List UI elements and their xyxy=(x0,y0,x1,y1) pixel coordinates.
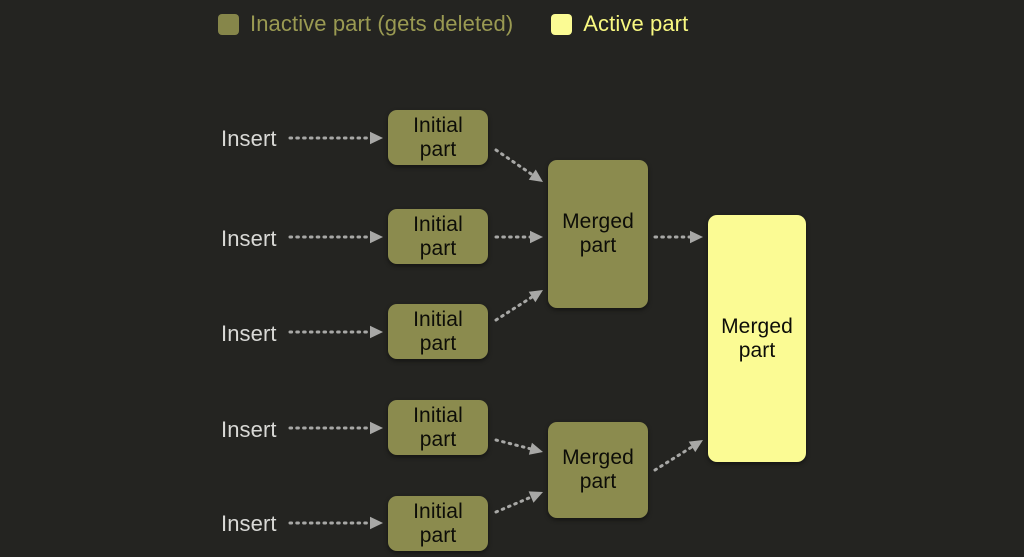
insert-label-1: Insert xyxy=(221,126,277,151)
node-label-line2: part xyxy=(579,234,617,257)
node-label: Initial part xyxy=(409,114,467,161)
merged-2-to-final-head xyxy=(688,440,703,453)
node-label-line1: Merged xyxy=(562,210,634,234)
insert-to-initial-2-head xyxy=(370,230,383,244)
initial-4-to-merged-2-head xyxy=(528,442,543,455)
initial-3-to-merged-1-head xyxy=(528,290,543,303)
insert-to-initial-3-head xyxy=(370,325,383,339)
node-label-line1: Merged xyxy=(721,314,793,338)
insert-label-5: Insert xyxy=(221,511,277,536)
node-label-line1: Initial xyxy=(413,113,463,137)
node-label: Merged part xyxy=(558,446,638,493)
insert-label-3: Insert xyxy=(221,321,277,346)
legend-item-active: Active part xyxy=(551,11,688,37)
node-initial-part-2[interactable]: Initial part xyxy=(388,209,488,264)
node-label: Initial part xyxy=(409,213,467,260)
initial-5-to-merged-2-line xyxy=(494,495,533,514)
node-initial-part-5[interactable]: Initial part xyxy=(388,496,488,551)
initial-1-to-merged-1-head xyxy=(528,169,543,182)
insert-to-initial-1-head xyxy=(370,131,383,145)
square-swatch-icon xyxy=(218,13,239,35)
initial-2-to-merged-1-head xyxy=(530,230,543,244)
node-label-line1: Initial xyxy=(413,499,463,523)
initial-5-to-merged-2-head xyxy=(528,491,543,503)
initial-3-to-merged-1-line xyxy=(494,295,534,322)
node-initial-part-4[interactable]: Initial part xyxy=(388,400,488,455)
node-label-line2: part xyxy=(419,523,457,547)
node-label: Merged part xyxy=(558,210,638,257)
legend: Inactive part (gets deleted) Active part xyxy=(218,8,688,40)
node-label-line1: Initial xyxy=(413,403,463,427)
node-label-line2: part xyxy=(419,427,457,451)
square-swatch-icon xyxy=(551,13,573,35)
node-label-line1: Merged xyxy=(562,446,634,470)
node-merged-part-2[interactable]: Merged part xyxy=(548,422,648,518)
merged-1-to-final-head xyxy=(690,230,703,244)
node-label-line2: part xyxy=(419,137,457,161)
node-label-line2: part xyxy=(419,331,457,355)
node-label: Initial part xyxy=(409,500,467,547)
legend-label-inactive: Inactive part (gets deleted) xyxy=(250,11,514,36)
legend-label-active: Active part xyxy=(583,11,689,36)
node-label: Merged part xyxy=(717,315,797,362)
node-label-line2: part xyxy=(579,470,617,493)
node-merged-part-active[interactable]: Merged part xyxy=(708,215,806,462)
node-label-line2: part xyxy=(419,236,457,260)
node-label: Initial part xyxy=(409,308,467,355)
initial-4-to-merged-2-line xyxy=(494,438,532,451)
insert-label-4: Insert xyxy=(221,417,277,442)
node-label-line2: part xyxy=(738,338,776,362)
insert-to-initial-4-head xyxy=(370,421,383,435)
node-label-line1: Initial xyxy=(413,212,463,236)
legend-item-inactive: Inactive part (gets deleted) xyxy=(218,11,513,37)
node-initial-part-1[interactable]: Initial part xyxy=(388,110,488,165)
node-initial-part-3[interactable]: Initial part xyxy=(388,304,488,359)
initial-1-to-merged-1-line xyxy=(494,148,534,177)
node-label-line1: Initial xyxy=(413,307,463,331)
merged-2-to-final-line xyxy=(653,445,694,472)
insert-to-initial-5-head xyxy=(370,516,383,530)
node-merged-part-1[interactable]: Merged part xyxy=(548,160,648,308)
node-label: Initial part xyxy=(409,404,467,451)
insert-label-2: Insert xyxy=(221,226,277,251)
